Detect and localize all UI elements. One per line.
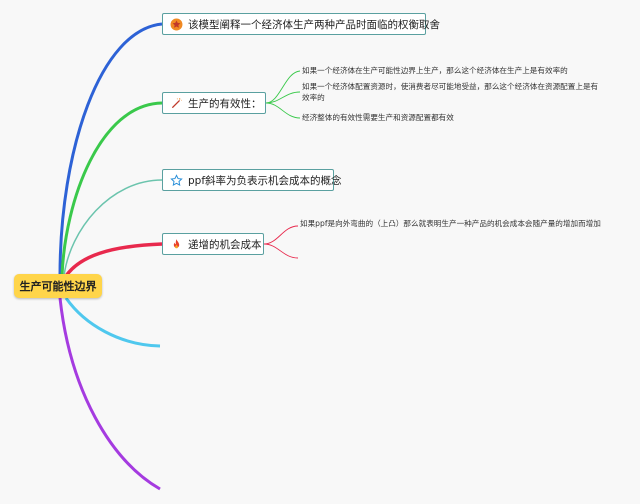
branch-increasing-cost-label: 递增的机会成本 [188, 238, 262, 251]
efficiency-note-2: 如果一个经济体配置资源时，使消费者尽可能地受益，那么这个经济体在资源配置上是有效… [302, 81, 604, 103]
branch-ppf-slope-label: ppf斜率为负表示机会成本的概念 [188, 174, 342, 187]
opportunity-cost-note-text: 如果ppf是向外弯曲的（上凸）那么就表明生产一种产品的机会成本会随产量的增加而增… [300, 219, 601, 228]
link-red [64, 242, 163, 278]
link-cost-2 [263, 243, 299, 259]
branch-ppf-slope[interactable]: ppf斜率为负表示机会成本的概念 [162, 169, 342, 191]
link-cost-1 [263, 225, 299, 245]
link-efficiency-1 [265, 70, 301, 104]
magic-wand-icon [169, 96, 183, 110]
link-efficiency-3 [265, 102, 301, 119]
link-green [60, 101, 163, 277]
branch-tradeoff-label: 该模型阐释一个经济体生产两种产品时面临的权衡取舍 [188, 18, 440, 31]
efficiency-note-1: 如果一个经济体在生产可能性边界上生产，那么这个经济体在生产上是有效率的 [302, 65, 602, 76]
efficiency-note-1-text: 如果一个经济体在生产可能性边界上生产，那么这个经济体在生产上是有效率的 [302, 66, 568, 75]
link-cyan [64, 297, 161, 348]
efficiency-note-2-text: 如果一个经济体配置资源时，使消费者尽可能地受益，那么这个经济体在资源配置上是有效… [302, 82, 599, 102]
link-purple [58, 297, 161, 491]
branch-increasing-cost[interactable]: 递增的机会成本 [162, 233, 264, 255]
branch-tradeoff[interactable]: 该模型阐释一个经济体生产两种产品时面临的权衡取舍 [162, 13, 440, 35]
efficiency-note-3: 经济整体的有效性需要生产和资源配置都有效 [302, 112, 602, 123]
root-label: 生产可能性边界 [19, 280, 97, 293]
efficiency-note-3-text: 经济整体的有效性需要生产和资源配置都有效 [302, 113, 454, 122]
link-teal [63, 179, 163, 277]
star-outline-icon [169, 173, 183, 187]
fire-icon [169, 237, 183, 251]
star-icon [169, 17, 183, 31]
branch-efficiency-label: 生产的有效性： [188, 97, 262, 110]
branch-efficiency[interactable]: 生产的有效性： [162, 92, 266, 114]
link-blue [58, 22, 163, 277]
root-node[interactable]: 生产可能性边界 [14, 274, 102, 298]
link-efficiency-2 [265, 91, 301, 104]
opportunity-cost-note: 如果ppf是向外弯曲的（上凸）那么就表明生产一种产品的机会成本会随产量的增加而增… [300, 218, 602, 229]
